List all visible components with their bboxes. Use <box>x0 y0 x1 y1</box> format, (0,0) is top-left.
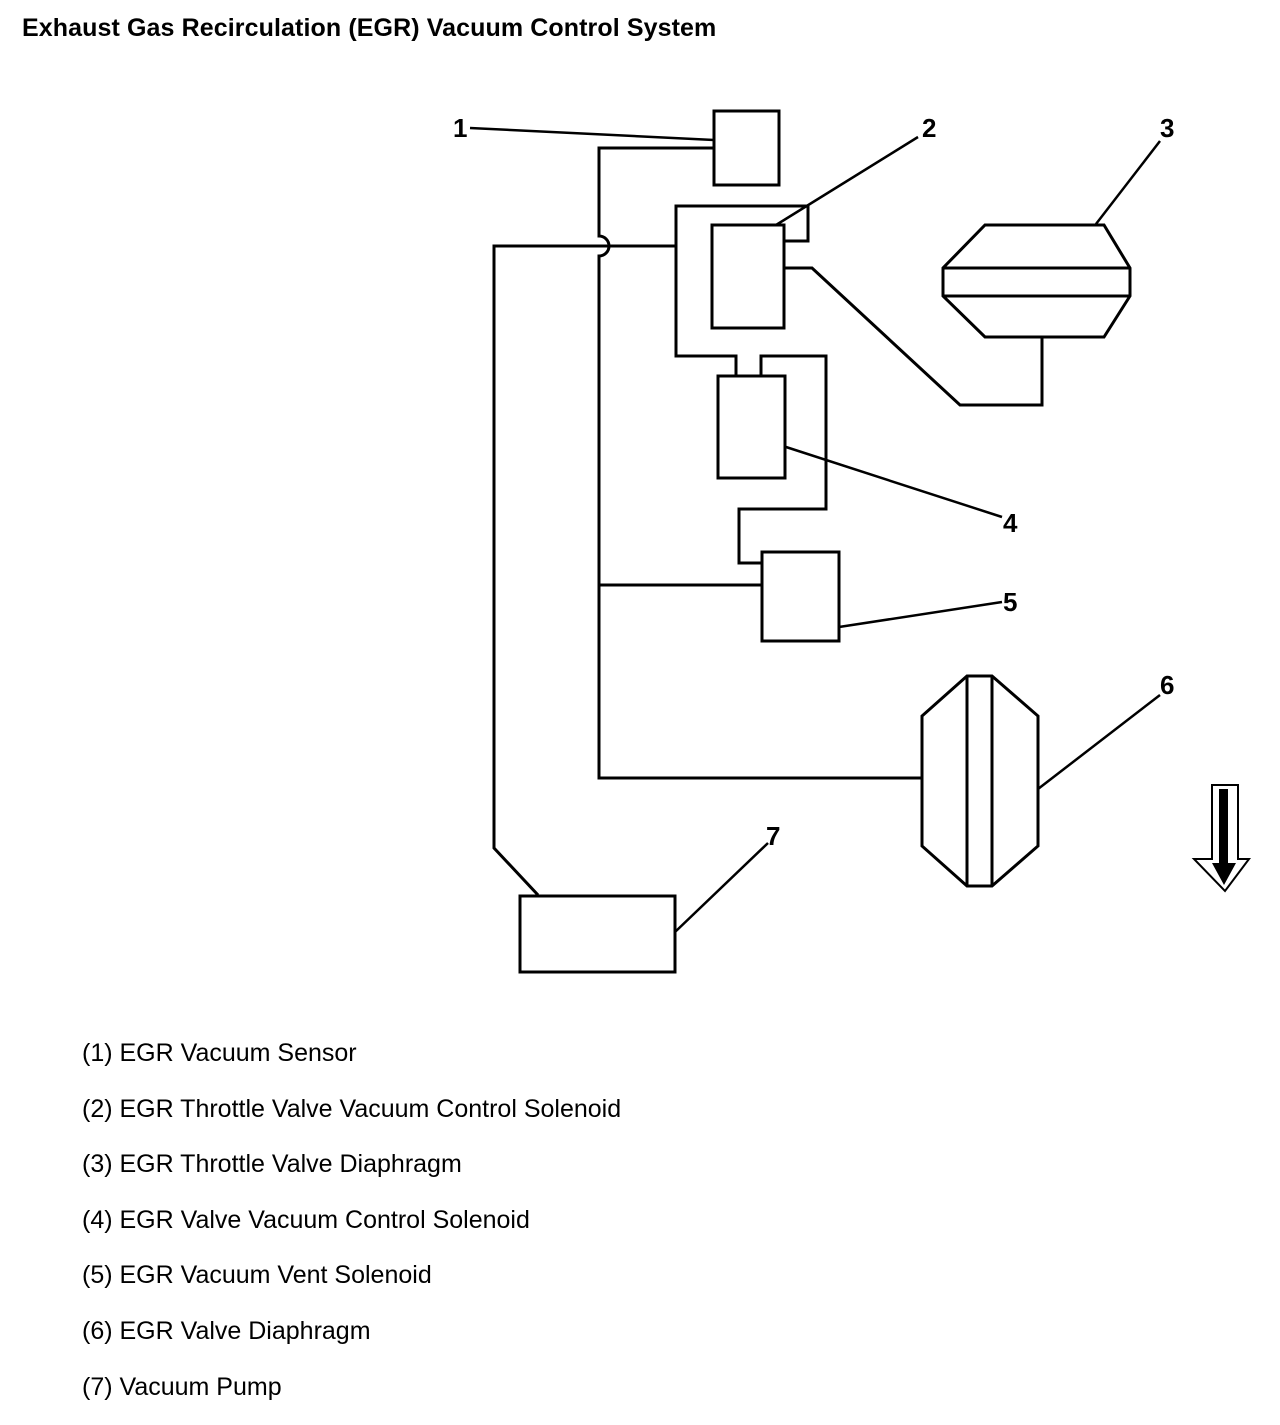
callout-2: 2 <box>922 113 936 143</box>
leader-lines <box>469 126 1161 933</box>
hose-sensor-to-valve-diaphragm <box>597 146 921 780</box>
legend-item: (7) Vacuum Pump <box>82 1372 282 1401</box>
callout-3: 3 <box>1160 113 1174 143</box>
vacuum-hoses <box>492 146 1044 897</box>
legend-item: (5) EGR Vacuum Vent Solenoid <box>82 1261 432 1290</box>
egr-throttle-valve-diaphragm <box>941 223 1132 339</box>
hose-to-throttle-diaphragm <box>784 266 1044 407</box>
leader-line-4 <box>785 445 1003 519</box>
vacuum-pump <box>518 894 677 974</box>
legend-item: (3) EGR Throttle Valve Diaphragm <box>82 1150 462 1179</box>
legend-item: (6) EGR Valve Diaphragm <box>82 1316 371 1345</box>
leader-line-7 <box>674 842 769 933</box>
callout-4: 4 <box>1003 508 1018 538</box>
callout-numbers: 1 2 3 4 5 6 7 <box>453 113 1174 851</box>
egr-vacuum-sensor <box>712 109 781 187</box>
legend-item: (2) EGR Throttle Valve Vacuum Control So… <box>82 1094 622 1123</box>
hose-valve-solenoid-to-vent <box>737 354 828 565</box>
leader-line-3 <box>1095 140 1161 225</box>
callout-6: 6 <box>1160 670 1174 700</box>
egr-valve-diaphragm <box>920 674 1040 888</box>
callout-1: 1 <box>453 113 467 143</box>
leader-line-1 <box>469 126 715 142</box>
callout-7: 7 <box>766 821 780 851</box>
hose-throttle-solenoid-loop <box>674 204 810 376</box>
leader-line-5 <box>838 600 1003 629</box>
egr-valve-vacuum-control-solenoid <box>716 374 787 480</box>
leader-line-6 <box>1037 694 1161 790</box>
page-title: Exhaust Gas Recirculation (EGR) Vacuum C… <box>22 14 717 42</box>
hose-pump-line <box>492 244 676 897</box>
callout-5: 5 <box>1003 587 1017 617</box>
egr-throttle-valve-vacuum-control-solenoid <box>710 223 786 330</box>
egr-vacuum-vent-solenoid <box>760 550 841 643</box>
leader-line-2 <box>775 135 919 227</box>
legend-item: (4) EGR Valve Vacuum Control Solenoid <box>82 1205 530 1234</box>
down-arrow-icon <box>1191 784 1251 893</box>
legend-item: (1) EGR Vacuum Sensor <box>82 1039 357 1067</box>
component-legend: (1) EGR Vacuum Sensor (2) EGR Throttle V… <box>82 1036 621 1425</box>
